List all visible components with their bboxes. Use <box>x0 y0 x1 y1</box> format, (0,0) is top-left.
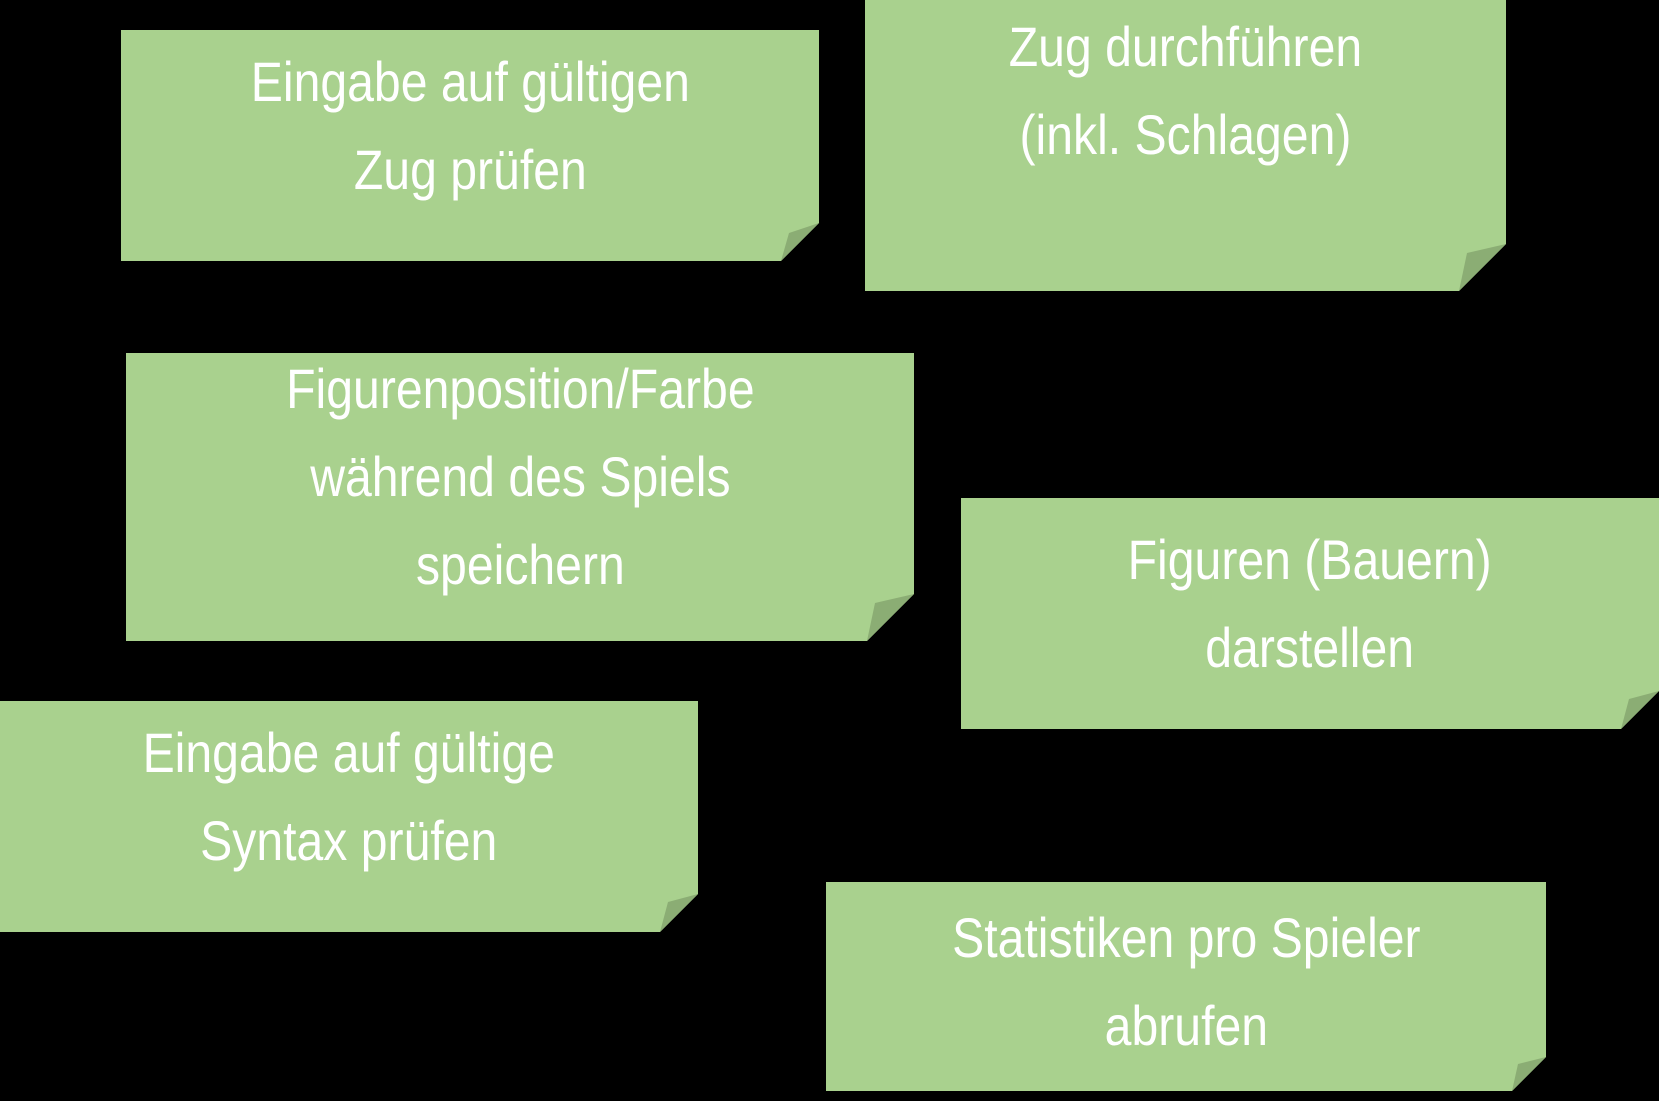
folded-corner-icon <box>1512 1057 1546 1091</box>
sticky-note-execute-move: Zug durchführen (inkl. Schlagen) <box>865 0 1506 291</box>
note-line: abrufen <box>1104 993 1268 1057</box>
folded-corner-icon <box>1459 244 1506 291</box>
note-text: Eingabe auf gültigen Zug prüfen <box>250 38 689 214</box>
sticky-note-player-statistics: Statistiken pro Spieler abrufen <box>826 882 1546 1091</box>
note-line: (inkl. Schlagen) <box>1019 102 1352 166</box>
note-line: während des Spiels <box>309 445 731 508</box>
note-text: Eingabe auf gültige Syntax prüfen <box>143 709 555 885</box>
folded-corner-icon <box>660 894 698 932</box>
note-line: Syntax prüfen <box>200 808 498 872</box>
note-line: Statistiken pro Spieler <box>951 905 1421 969</box>
folded-corner-icon <box>867 594 914 641</box>
note-text: Zug durchführen (inkl. Schlagen) <box>1009 3 1362 179</box>
note-text: Figuren (Bauern) darstellen <box>1128 516 1492 692</box>
sticky-note-save-positions: Figurenposition/Farbe während des Spiels… <box>126 353 914 641</box>
folded-corner-icon <box>781 223 819 261</box>
note-line: Zug prüfen <box>353 137 587 201</box>
note-line: Figuren (Bauern) <box>1127 527 1493 591</box>
note-line: speichern <box>415 533 625 596</box>
folded-corner-icon <box>1621 691 1659 729</box>
note-line: Zug durchführen <box>1008 14 1363 78</box>
note-line: Eingabe auf gültigen <box>250 49 690 113</box>
note-text: Statistiken pro Spieler abrufen <box>952 894 1420 1070</box>
sticky-note-validate-syntax: Eingabe auf gültige Syntax prüfen <box>0 701 698 932</box>
sticky-note-render-pieces: Figuren (Bauern) darstellen <box>961 498 1659 729</box>
sticky-note-validate-move: Eingabe auf gültigen Zug prüfen <box>121 30 819 261</box>
note-line: Figurenposition/Farbe <box>285 357 755 420</box>
note-line: darstellen <box>1205 615 1415 679</box>
note-text: Figurenposition/Farbe während des Spiels… <box>286 345 754 609</box>
note-line: Eingabe auf gültige <box>142 720 556 784</box>
